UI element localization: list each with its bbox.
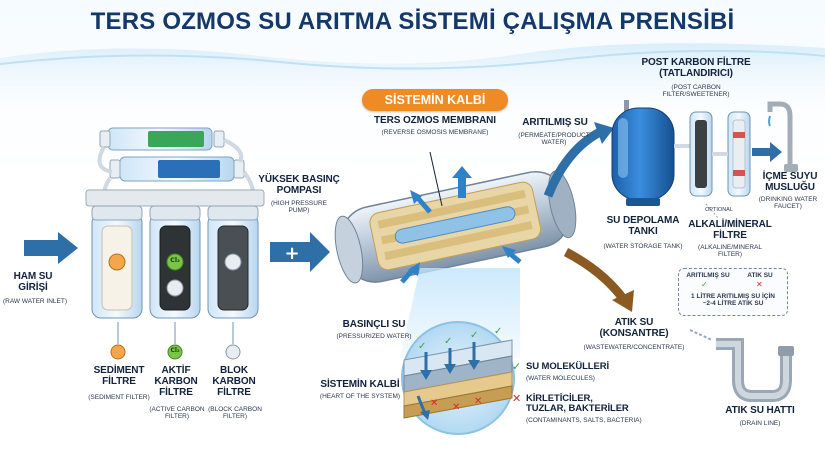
cross-icon: ✕ bbox=[474, 396, 483, 407]
contaminants-label-en: (CONTAMINANTS, SALTS, BACTERIA) bbox=[526, 417, 642, 424]
tank-label: SU DEPOLAMA TANKI bbox=[606, 215, 680, 237]
molecules-check-icon: ✓ bbox=[512, 360, 522, 373]
contaminants-cross-icon: ✕ bbox=[512, 392, 522, 405]
legend-cross-icon: ✕ bbox=[756, 280, 763, 289]
waste-arrow bbox=[563, 248, 628, 303]
pre-filter-unit bbox=[85, 127, 265, 360]
water-wash bbox=[0, 43, 825, 121]
permeate-arrow bbox=[543, 128, 603, 198]
carbon-label: AKTİF KARBON FİLTRE bbox=[154, 365, 198, 398]
faucet bbox=[767, 101, 798, 172]
check-icon: ✓ bbox=[444, 336, 453, 347]
membrane-label: TERS OZMOS MEMBRANI bbox=[374, 115, 496, 126]
alkaline-label: ALKALİ/MİNERAL FİLTRE bbox=[688, 219, 772, 241]
cl2-badge-icon: Cl₂ bbox=[170, 256, 180, 264]
plus-sign: + bbox=[284, 243, 299, 264]
sediment-label-en: (SEDIMENT FILTER) bbox=[88, 394, 150, 401]
check-icon: ✓ bbox=[470, 330, 479, 341]
storage-tank bbox=[611, 100, 675, 206]
cl2-small-icon: Cl₂ bbox=[170, 347, 180, 354]
ratio-legend: ARITILMIŞ SU ATIK SU ✓ ✕ 1 LİTRE ARITILM… bbox=[678, 268, 788, 316]
legend-ratio-text: 1 LİTRE ARITILMIŞ SU İÇİN ~2-4 LİTRE ATI… bbox=[691, 293, 775, 308]
legend-waste-label: ATIK SU bbox=[747, 272, 773, 279]
check-icon: ✓ bbox=[494, 326, 503, 337]
block-carbon-label: BLOK KARBON FİLTRE bbox=[212, 365, 256, 398]
optional-label: OPTIONAL bbox=[705, 207, 733, 213]
drain-label-en: (DRAIN LINE) bbox=[739, 420, 781, 427]
to-faucet-arrow bbox=[752, 142, 782, 162]
post-carbon-label-en: (POST CARBON FILTER/SWEETENER) bbox=[662, 84, 730, 99]
pressurized-label: BASINÇLI SU bbox=[342, 319, 406, 330]
page-title: TERS OZMOS SU ARITMA SİSTEMİ ÇALIŞMA PRE… bbox=[90, 8, 735, 35]
drain-label: ATIK SU HATTI bbox=[725, 405, 795, 416]
waste-label-en: (WASTEWATER/CONCENTRATE) bbox=[583, 344, 685, 351]
molecules-label: SU MOLEKÜLLERİ bbox=[526, 361, 610, 372]
legend-permeate-label: ARITILMIŞ SU bbox=[686, 272, 730, 279]
post-filters bbox=[689, 111, 751, 197]
tank-label-en: (WATER STORAGE TANK) bbox=[603, 243, 683, 250]
faucet-label: İÇME SUYU MUSLUĞU bbox=[762, 171, 818, 193]
legend-check-icon: ✓ bbox=[701, 280, 708, 289]
pressurized-label-en: (PRESSURIZED WATER) bbox=[336, 333, 412, 340]
membrane-label-en: (REVERSE OSMOSIS MEMBRANE) bbox=[381, 129, 489, 136]
permeate-label: ARITILMIŞ SU bbox=[522, 117, 588, 128]
raw-inlet-arrow bbox=[24, 232, 78, 264]
sediment-label: SEDİMENT FİLTRE bbox=[93, 365, 145, 387]
heart-label-en: (HEART OF THE SYSTEM) bbox=[319, 393, 401, 400]
heart-label: SİSTEMİN KALBİ bbox=[320, 379, 400, 390]
waste-label: ATIK SU (KONSANTRE) bbox=[599, 317, 669, 339]
membrane-zoom bbox=[401, 321, 515, 435]
heart-badge: SİSTEMİN KALBİ bbox=[362, 89, 508, 111]
water-wave-line bbox=[0, 49, 825, 70]
raw-inlet-label-en: (RAW WATER INLET) bbox=[2, 298, 68, 305]
molecules-label-en: (WATER MOLECULES) bbox=[526, 375, 595, 382]
alkaline-label-en: (ALKALINE/MINERAL FILTER) bbox=[698, 244, 762, 259]
post-carbon-label: POST KARBON FİLTRE (TATLANDIRICI) bbox=[641, 57, 751, 79]
permeate-label-en: (PERMEATE/PRODUCT WATER) bbox=[518, 132, 590, 147]
pump-label: YÜKSEK BASINÇ POMPASI bbox=[258, 174, 340, 196]
cross-icon: ✕ bbox=[452, 402, 461, 413]
pump-label-en: (HIGH PRESSURE PUMP) bbox=[271, 200, 327, 215]
cross-icon: ✕ bbox=[430, 398, 439, 409]
block-carbon-label-en: (BLOCK CARBON FILTER) bbox=[208, 406, 262, 421]
pump-arrow bbox=[270, 232, 330, 272]
drain-pipe bbox=[689, 329, 794, 402]
contaminants-label: KİRLETİCİLER, TUZLAR, BAKTERİLER bbox=[526, 393, 629, 415]
check-icon: ✓ bbox=[418, 341, 427, 352]
raw-inlet-label: HAM SU GİRİŞİ bbox=[13, 271, 53, 293]
faucet-label-en: (DRINKING WATER FAUCET) bbox=[758, 196, 818, 211]
membrane-vessel bbox=[334, 151, 577, 284]
carbon-label-en: (ACTIVE CARBON FILTER) bbox=[149, 406, 205, 421]
